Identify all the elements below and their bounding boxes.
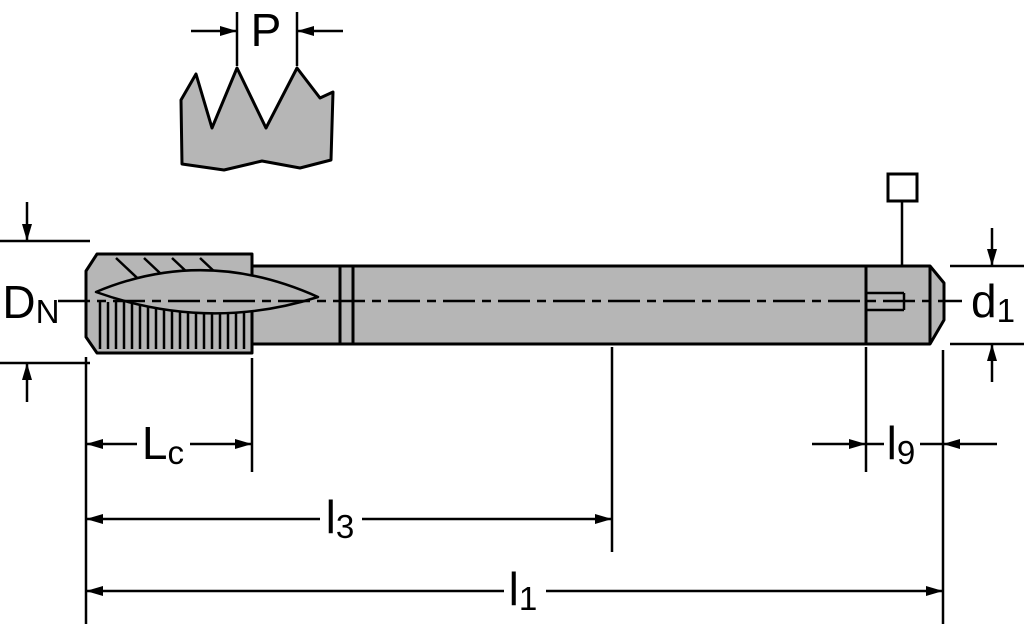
shank-diameter-label: d1 [970,275,1015,328]
tap-shank [250,264,946,346]
thread-length-label-sub: 3 [335,509,355,547]
square-drive-callout [886,172,919,266]
thread-profile-detail [179,12,343,172]
nominal-diameter-label-main: D [2,276,36,328]
overall-length-label: l1 [508,563,538,616]
nominal-diameter-label-sub: N [35,294,60,332]
thread-length-label: l3 [325,491,355,544]
tap-body [58,252,962,355]
chamfer-length-label: Lc [141,417,184,470]
dimension-nominal-diameter [0,202,90,402]
square-drive-icon [886,172,919,203]
pitch-label: P [251,7,282,53]
thread-length-label-main: l [325,491,336,543]
square-length-label-sub: 9 [896,435,916,473]
flute-lens [94,269,320,315]
square-length-label-main: l [886,417,897,469]
shank-diameter-label-main: d [970,275,997,327]
chamfer-length-label-sub: c [167,435,185,473]
overall-length-label-sub: 1 [518,581,538,619]
shank-diameter-label-sub: 1 [996,293,1016,331]
square-length-label: l9 [886,417,916,470]
dimension-shank-diameter [950,228,1024,382]
pitch-label-main: P [250,4,282,56]
chamfer-length-label-main: L [141,417,168,469]
overall-length-label-main: l [508,563,519,615]
thread-profile-shape [179,66,335,172]
nominal-diameter-label: DN [2,276,59,329]
thread-teeth [98,302,246,349]
